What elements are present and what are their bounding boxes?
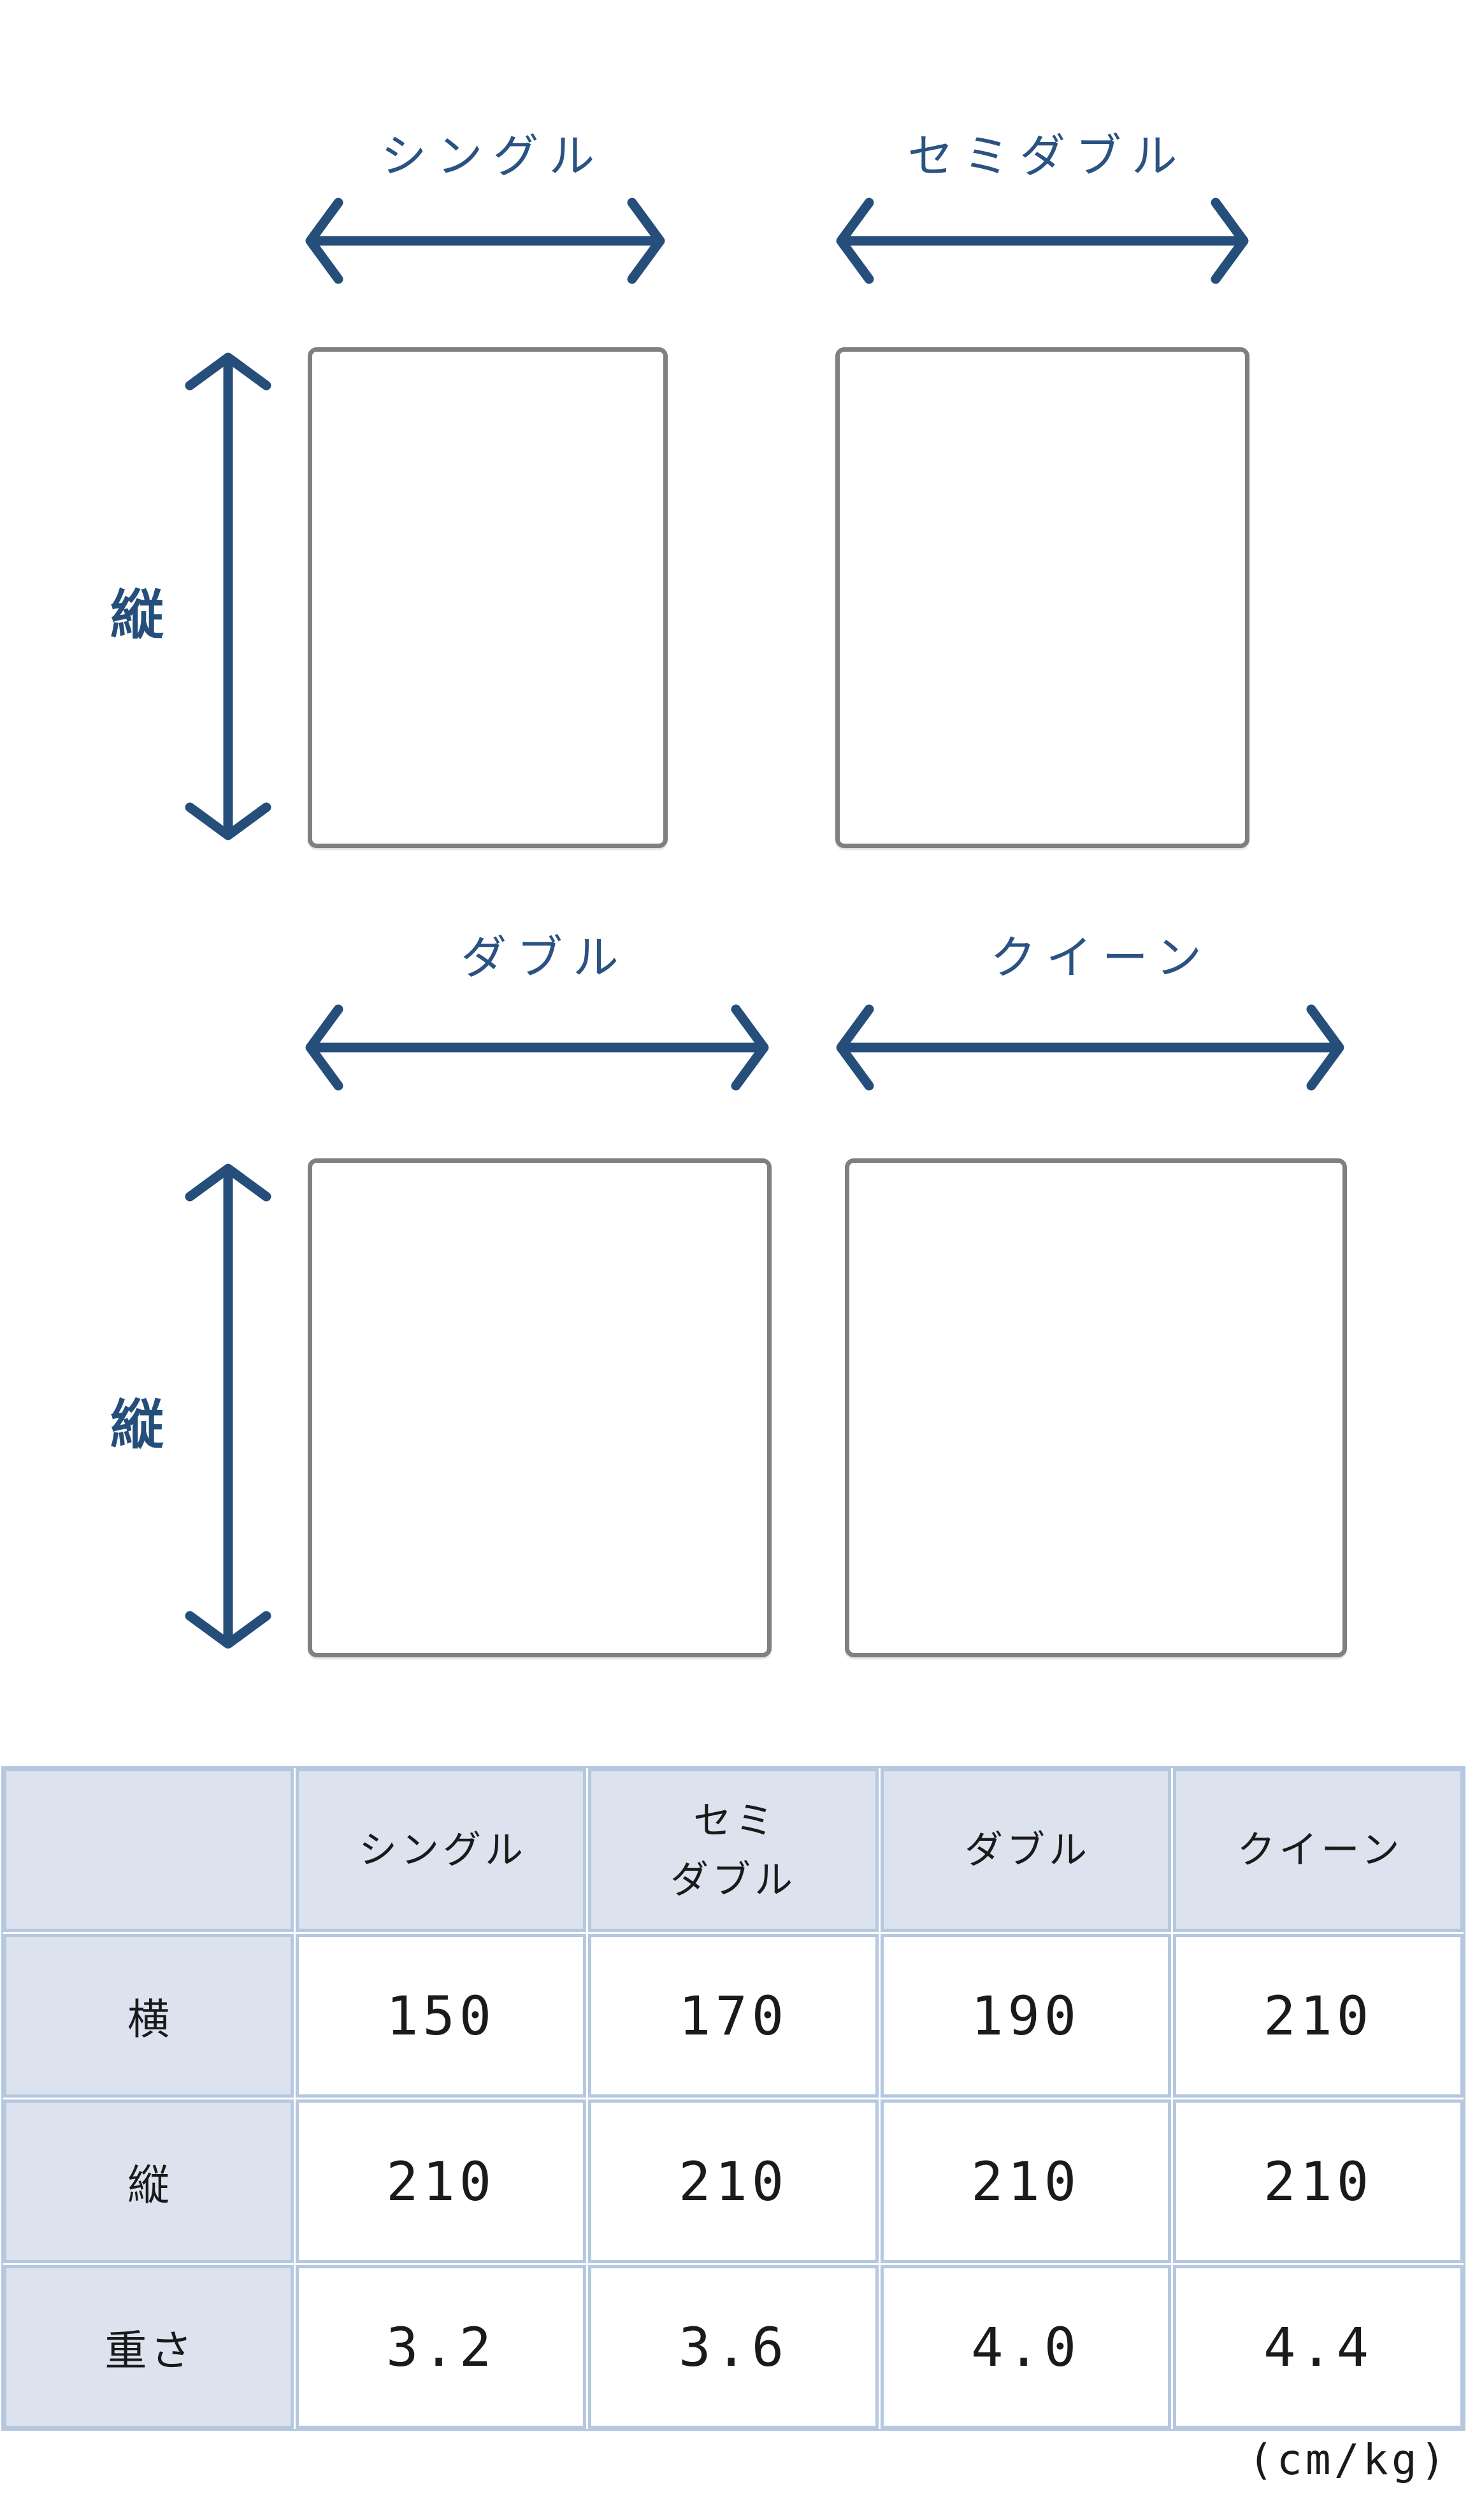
table-rowheader-weight: 重さ (3, 2265, 294, 2429)
futon-rect-double (308, 1158, 772, 1657)
table-cell-length-single: 210 (296, 2099, 586, 2263)
table-cell-weight-single: 3.2 (296, 2265, 586, 2429)
table-cell-width-single: 150 (296, 1934, 586, 2098)
size-label-double: ダブル (461, 932, 629, 984)
table-cell-width-semidouble: 170 (588, 1934, 879, 2098)
width-arrow-double-icon (305, 1004, 769, 1091)
table-header-queen: クイーン (1173, 1768, 1464, 1932)
futon-rect-semidouble (835, 347, 1249, 848)
table-cell-length-semidouble: 210 (588, 2099, 879, 2263)
axis-label-row2: 縦 (110, 1394, 164, 1455)
size-comparison-table: シングル セミ ダブル ダブル クイーン 横 150 170 190 210 縦… (1, 1766, 1465, 2431)
width-arrow-semidouble-icon (836, 198, 1249, 284)
table-header-double: ダブル (881, 1768, 1171, 1932)
width-arrow-queen-icon (836, 1004, 1344, 1091)
height-arrow-row1-icon (185, 352, 271, 840)
size-label-semidouble: セミダブル (907, 131, 1188, 182)
height-arrow-row2-icon (185, 1163, 271, 1649)
table-cell-length-double: 210 (881, 2099, 1171, 2263)
futon-rect-single (308, 347, 668, 848)
table-cell-width-double: 190 (881, 1934, 1171, 2098)
table-cell-weight-queen: 4.4 (1173, 2265, 1464, 2429)
table-header-single: シングル (296, 1768, 586, 1932)
table-cell-weight-semidouble: 3.6 (588, 2265, 879, 2429)
futon-rect-queen (845, 1158, 1347, 1657)
size-label-queen: クイーン (990, 932, 1212, 984)
table-cell-weight-double: 4.0 (881, 2265, 1171, 2429)
table-rowheader-length: 縦 (3, 2099, 294, 2263)
width-arrow-single-icon (305, 198, 665, 284)
axis-label-row1: 縦 (110, 584, 164, 645)
table-cell-width-queen: 210 (1173, 1934, 1464, 2098)
unit-note: (cm/kg) (1248, 2435, 1449, 2484)
size-label-single: シングル (380, 131, 605, 182)
table-rowheader-width: 横 (3, 1934, 294, 2098)
table-header-semidouble: セミ ダブル (588, 1768, 879, 1932)
table-cell-length-queen: 210 (1173, 2099, 1464, 2263)
table-header-corner (3, 1768, 294, 1932)
